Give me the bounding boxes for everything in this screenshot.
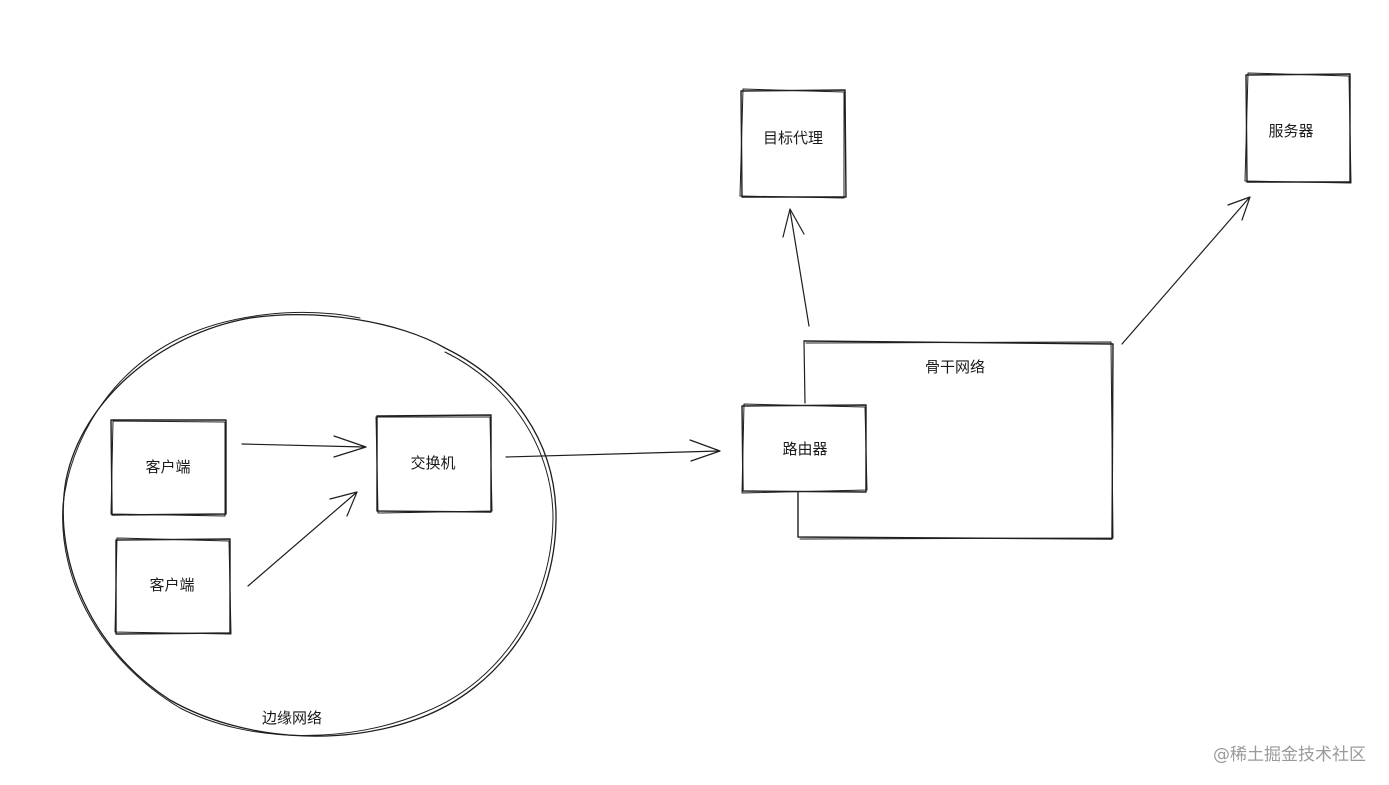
arrow-switch-to-router [505, 439, 721, 462]
target-proxy-label: 目标代理 [763, 129, 823, 147]
watermark-text: @稀土掘金技术社区 [1213, 745, 1366, 765]
server-label: 服务器 [1268, 122, 1313, 140]
router-label: 路由器 [782, 440, 827, 458]
client-node-2: 客户端 [114, 537, 232, 635]
arrow-client1-to-switch [241, 435, 367, 458]
switch-label: 交换机 [410, 454, 455, 472]
arrow-client2-to-switch [247, 491, 358, 587]
backbone-network-region: 骨干网络 [797, 340, 1114, 540]
client-node-1: 客户端 [110, 419, 227, 517]
client-1-label: 客户端 [145, 458, 190, 476]
server-node: 服务器 [1244, 72, 1352, 184]
arrow-backbone-to-server [1121, 196, 1251, 345]
backbone-network-label: 骨干网络 [925, 358, 985, 376]
arrow-backbone-to-target-proxy [782, 208, 810, 327]
edge-network-label: 边缘网络 [262, 709, 322, 727]
client-2-label: 客户端 [149, 576, 194, 594]
switch-node: 交换机 [375, 414, 493, 514]
target-proxy-node: 目标代理 [739, 88, 847, 199]
edge-network-region: 边缘网络 [62, 312, 557, 737]
router-node: 路由器 [741, 403, 868, 494]
